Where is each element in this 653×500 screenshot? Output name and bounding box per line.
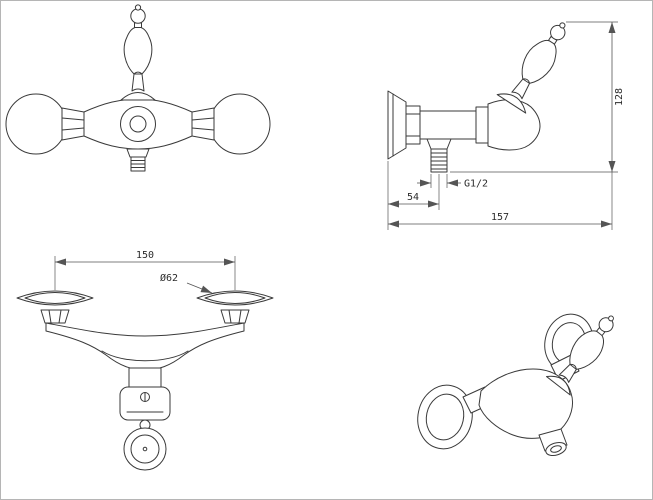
handle-dome: [496, 93, 527, 114]
top-view: 150 Ø62: [16, 250, 274, 471]
mounting-nut-left: [61, 107, 85, 141]
dim-label-150: 150: [136, 250, 154, 261]
handle-grip-plan-inner: [130, 434, 160, 464]
wall-flange: [387, 90, 407, 160]
handle-base-plate-plan: [119, 386, 171, 421]
handle-neck: [558, 363, 577, 383]
handle-dome: [120, 92, 156, 101]
dim-label-g12: G1/2: [464, 179, 488, 190]
handle-grip: [123, 26, 153, 75]
nut-right-plan: [220, 309, 250, 324]
handle-grip: [569, 330, 605, 370]
handle-tip: [559, 22, 566, 29]
dim-label-128: 128: [614, 88, 625, 106]
side-view: 128 54 157 G1/2: [387, 21, 625, 230]
flange-left-perspective: [417, 384, 473, 450]
lever-handle-perspective: [546, 315, 614, 396]
handle-dome: [546, 375, 571, 396]
nut-left-plan: [40, 309, 70, 324]
outlet-stub: [126, 148, 150, 158]
lever-handle-front: [120, 4, 156, 101]
body-plan-inner-arc: [101, 350, 189, 362]
escutcheon-left: [5, 93, 67, 155]
handle-grip: [521, 39, 557, 84]
handle-neck: [511, 78, 531, 100]
dim-label-54: 54: [407, 192, 419, 203]
outlet-end-perspective: [545, 441, 567, 457]
side-dimensions: 128 54 157 G1/2: [387, 21, 625, 230]
handle-tip: [134, 4, 142, 11]
handle-grip-plan-outer: [123, 427, 167, 471]
dim-label-157: 157: [491, 212, 509, 223]
body-plan: [45, 322, 245, 371]
body-perspective: [478, 368, 574, 439]
handle-tip: [608, 315, 614, 322]
mounting-nut-right: [191, 107, 215, 141]
valve-head: [487, 99, 541, 151]
handle-upper-neck: [134, 22, 142, 28]
leader-dia62: [186, 282, 213, 294]
front-view: [5, 4, 271, 172]
outlet-thread: [130, 156, 146, 172]
mounting-nut-side: [405, 105, 421, 145]
lever-handle-side: [496, 22, 566, 114]
dim-label-dia62: Ø62: [160, 272, 178, 284]
handle-neck: [131, 73, 145, 92]
perspective-view: [417, 313, 614, 457]
outlet-thread-side: [430, 148, 448, 173]
body-ring: [475, 106, 489, 144]
valve-boss-center: [129, 115, 147, 133]
body-tube: [419, 110, 477, 140]
handle-upper-neck: [548, 36, 558, 45]
valve-column-plan: [128, 367, 162, 388]
escutcheon-right: [209, 93, 271, 155]
handle-ball: [130, 8, 146, 24]
valve-boss: [120, 106, 156, 142]
top-dimensions: 150 Ø62: [54, 250, 236, 294]
outlet-stub-side: [426, 138, 452, 150]
